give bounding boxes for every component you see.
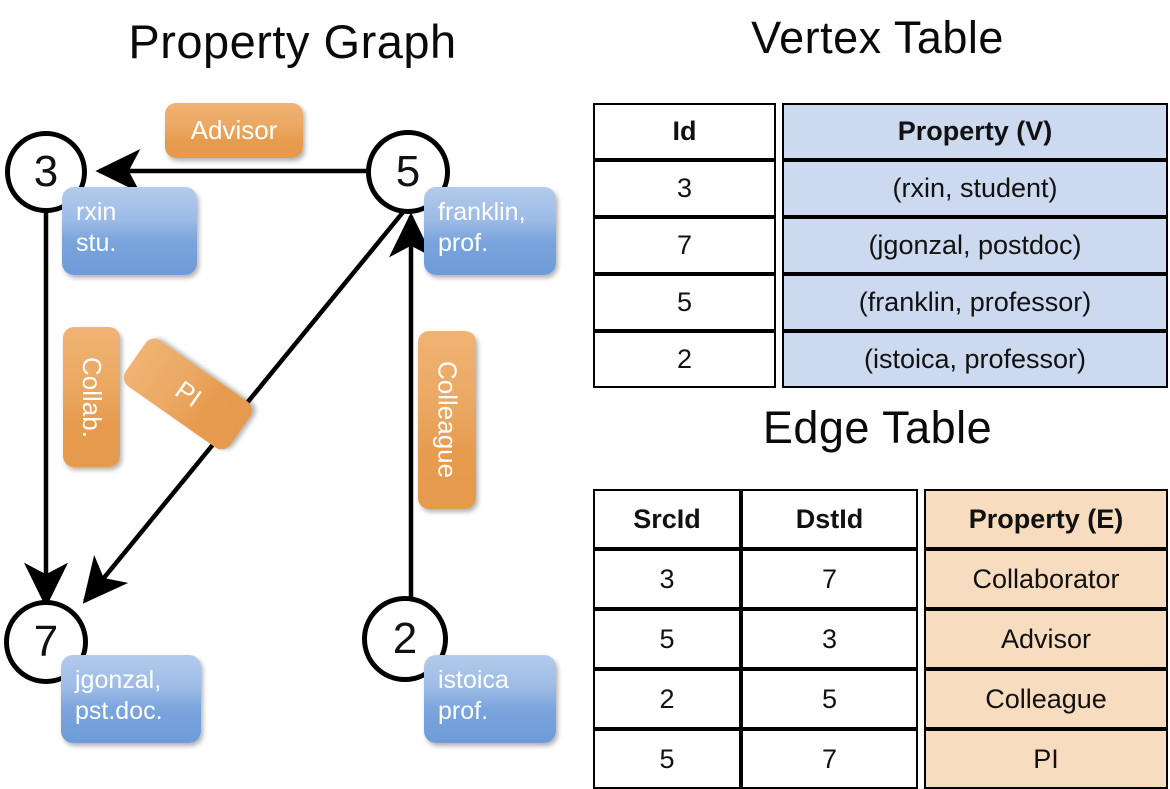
vertex-cell-id: 2 [593, 331, 776, 388]
vertex-column-gap [776, 103, 782, 160]
edge-header-dstid: DstId [741, 489, 918, 549]
vertex-column-gap [776, 217, 782, 274]
edge-header-srcid: SrcId [593, 489, 741, 549]
vertex-badge-7-line1: jgonzal, [75, 666, 162, 694]
vertex-badge-5-line2: prof. [438, 228, 489, 257]
graph-node-2[interactable]: 2 [362, 596, 448, 682]
vertex-table: Id Property (V) 3 (rxin, student) 7 (jgo… [593, 103, 1168, 388]
property-graph-title: Property Graph [128, 15, 457, 68]
vertex-badge-2-line2: prof. [438, 696, 489, 725]
edge-cell-property: Collaborator [924, 549, 1168, 609]
edge-table-row[interactable]: 2 5 Colleague [593, 669, 1168, 729]
vertex-table-title: Vertex Table [751, 12, 1004, 63]
edge-table-title: Edge Table [762, 402, 993, 453]
edge-table-row[interactable]: 5 7 PI [593, 729, 1168, 789]
vertex-column-gap [776, 274, 782, 331]
edge-cell-property: Colleague [924, 669, 1168, 729]
vertex-cell-id: 3 [593, 160, 776, 217]
edge-cell-dstid: 7 [741, 729, 918, 789]
vertex-cell-property: (franklin, professor) [782, 274, 1168, 331]
vertex-cell-id: 7 [593, 217, 776, 274]
edge-column-gap [918, 729, 924, 789]
vertex-table-row[interactable]: 2 (istoica, professor) [593, 331, 1168, 388]
vertex-header-property: Property (V) [782, 103, 1168, 160]
vertex-badge-3: rxin stu. [62, 187, 197, 275]
vertex-column-gap [776, 160, 782, 217]
edge-cell-srcid: 5 [593, 729, 741, 789]
edge-table-row[interactable]: 3 7 Collaborator [593, 549, 1168, 609]
edge-table: SrcId DstId Property (E) 3 7 Collaborato… [593, 489, 1168, 789]
vertex-cell-id: 5 [593, 274, 776, 331]
vertex-table-row[interactable]: 7 (jgonzal, postdoc) [593, 217, 1168, 274]
edge-column-gap [918, 549, 924, 609]
edge-badge-colleague: Colleague [418, 331, 476, 509]
edge-cell-srcid: 5 [593, 609, 741, 669]
vertex-badge-7: jgonzal, pst.doc. [61, 655, 201, 743]
vertex-badge-2-line1: istoica [438, 666, 509, 694]
graph-node-5[interactable]: 5 [366, 130, 450, 214]
edge-cell-dstid: 3 [741, 609, 918, 669]
edge-badge-collab: Collab. [63, 327, 120, 467]
edge-column-gap [918, 609, 924, 669]
vertex-cell-property: (rxin, student) [782, 160, 1168, 217]
edge-table-row[interactable]: 5 3 Advisor [593, 609, 1168, 669]
vertex-table-row[interactable]: 5 (franklin, professor) [593, 274, 1168, 331]
edge-cell-dstid: 5 [741, 669, 918, 729]
edge-cell-srcid: 2 [593, 669, 741, 729]
vertex-table-header-row: Id Property (V) [593, 103, 1168, 160]
vertex-badge-3-line1: rxin [76, 198, 117, 226]
vertex-badge-2: istoica prof. [424, 655, 556, 743]
edge-column-gap [918, 669, 924, 729]
edge-cell-dstid: 7 [741, 549, 918, 609]
vertex-header-id: Id [593, 103, 776, 160]
edge-table-header-row: SrcId DstId Property (E) [593, 489, 1168, 549]
vertex-badge-3-line2: stu. [76, 228, 117, 257]
edge-column-gap [918, 489, 924, 549]
vertex-badge-7-line2: pst.doc. [75, 696, 163, 725]
edge-badge-advisor: Advisor [165, 103, 303, 158]
vertex-cell-property: (istoica, professor) [782, 331, 1168, 388]
vertex-cell-property: (jgonzal, postdoc) [782, 217, 1168, 274]
edge-cell-property: PI [924, 729, 1168, 789]
vertex-column-gap [776, 331, 782, 388]
property-graph-panel: Property Graph 3 5 7 2 rxin stu. frankli… [0, 0, 585, 760]
edge-header-property: Property (E) [924, 489, 1168, 549]
vertex-badge-5-line1: franklin, [438, 198, 526, 226]
edge-cell-srcid: 3 [593, 549, 741, 609]
vertex-table-row[interactable]: 3 (rxin, student) [593, 160, 1168, 217]
vertex-badge-5: franklin, prof. [424, 187, 556, 275]
edge-cell-property: Advisor [924, 609, 1168, 669]
